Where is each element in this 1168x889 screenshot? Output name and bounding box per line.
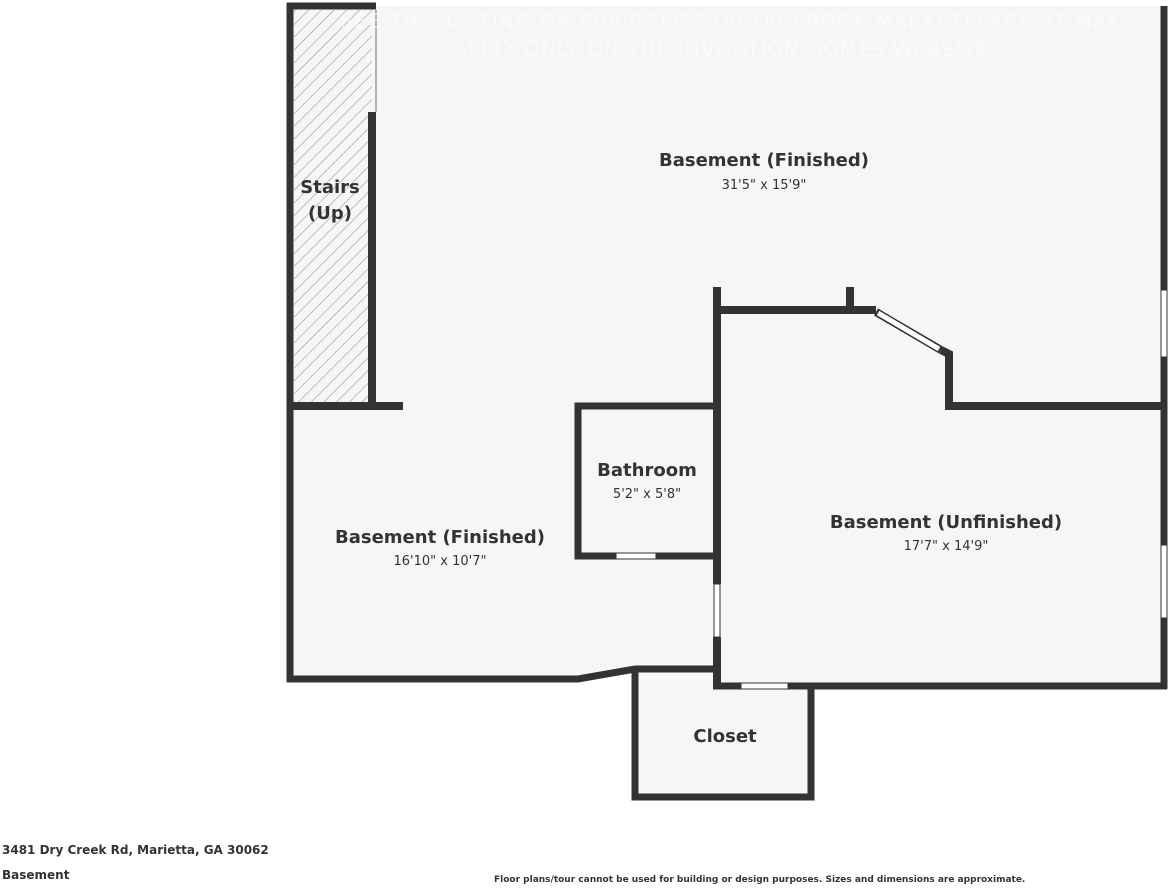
disclaimer-text: Floor plans/tour cannot be used for buil… bbox=[494, 875, 1026, 885]
property-address: 3481 Dry Creek Rd, Marietta, GA 30062 bbox=[2, 843, 269, 857]
room-name: Closet bbox=[693, 726, 757, 747]
room-basement-finished-lower: Basement (Finished) 16'10" x 10'7" bbox=[335, 527, 545, 569]
watermark-line-2: APPLY ONLY ON THE INVITATION HOMES WEBSI… bbox=[454, 37, 997, 61]
room-name: Basement (Finished) bbox=[335, 527, 545, 548]
stairs-label-line-2: (Up) bbox=[308, 203, 352, 224]
walls bbox=[286, 2, 1168, 801]
room-name: Basement (Finished) bbox=[659, 150, 869, 171]
room-name: Bathroom bbox=[597, 460, 697, 481]
stairs-hatch bbox=[294, 10, 372, 402]
room-stairs: Stairs (Up) bbox=[300, 177, 359, 224]
room-dimensions: 16'10" x 10'7" bbox=[394, 554, 487, 569]
room-dimensions: 5'2" x 5'8" bbox=[613, 487, 681, 502]
room-dimensions: 31'5" x 15'9" bbox=[722, 178, 807, 193]
openings bbox=[615, 289, 1168, 690]
room-basement-unfinished: Basement (Unfinished) 17'7" x 14'9" bbox=[830, 512, 1062, 554]
room-name: Basement (Unfinished) bbox=[830, 512, 1062, 533]
floor-level-label: Basement bbox=[2, 868, 70, 882]
room-dimensions: 17'7" x 14'9" bbox=[904, 539, 989, 554]
stairs-label-line-1: Stairs bbox=[300, 177, 359, 198]
floor-area bbox=[290, 6, 1164, 797]
room-basement-finished-upper: Basement (Finished) 31'5" x 15'9" bbox=[659, 150, 869, 193]
watermark-line-1: SEE THIS LISTING ON CRAIGSLIST OR FACEBO… bbox=[341, 9, 1120, 33]
room-bathroom: Bathroom 5'2" x 5'8" bbox=[597, 460, 697, 502]
room-closet: Closet bbox=[693, 726, 757, 747]
